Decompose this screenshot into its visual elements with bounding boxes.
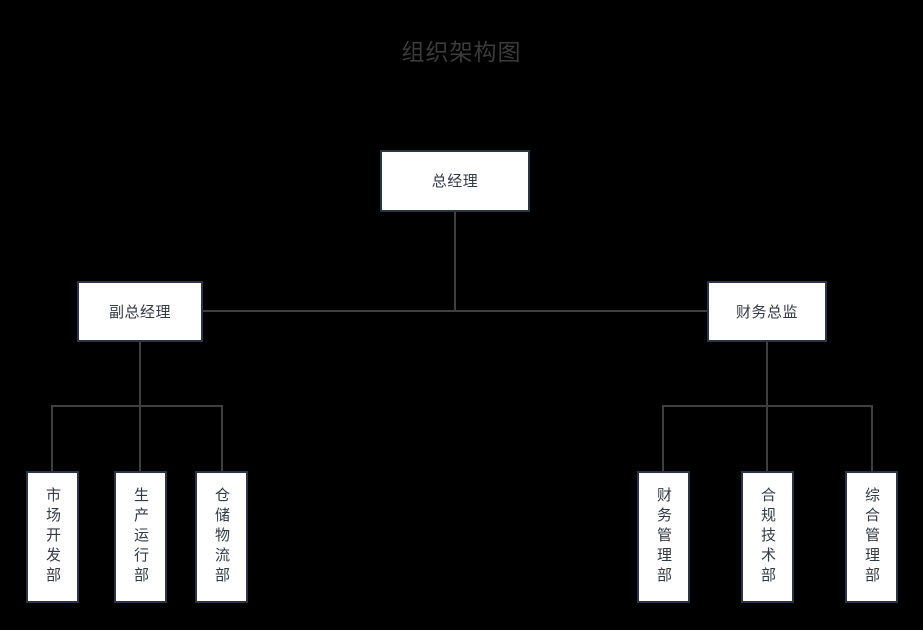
connector-left-child-1 <box>51 405 53 471</box>
connector-left-parent-drop <box>139 342 141 406</box>
node-label: 生产运行部 <box>132 487 150 587</box>
node-general-management-dept[interactable]: 综合管理部 <box>845 471 898 603</box>
page-title: 组织架构图 <box>401 40 522 66</box>
node-financial-management-dept[interactable]: 财务管理部 <box>637 471 690 603</box>
node-deputy-general-manager[interactable]: 副总经理 <box>77 281 203 342</box>
node-production-operations-dept[interactable]: 生产运行部 <box>114 471 167 603</box>
node-financial-director[interactable]: 财务总监 <box>707 281 827 342</box>
connector-left-child-2 <box>139 405 141 471</box>
node-compliance-technology-dept[interactable]: 合规技术部 <box>741 471 794 603</box>
node-label: 副总经理 <box>108 302 171 321</box>
node-label: 总经理 <box>431 172 479 190</box>
node-market-development-dept[interactable]: 市场开发部 <box>26 471 79 603</box>
node-label: 仓储物流部 <box>213 487 231 587</box>
node-label: 综合管理部 <box>863 487 881 587</box>
connector-right-child-1 <box>662 405 664 471</box>
connector-level2-bus <box>203 310 707 312</box>
node-warehousing-logistics-dept[interactable]: 仓储物流部 <box>195 471 248 603</box>
node-general-manager[interactable]: 总经理 <box>380 150 530 212</box>
connector-left-bus <box>51 405 223 407</box>
node-label: 合规技术部 <box>759 487 777 587</box>
connector-right-parent-drop <box>766 342 768 406</box>
connector-right-child-3 <box>871 405 873 471</box>
node-label: 财务总监 <box>735 302 798 321</box>
connector-right-child-2 <box>766 405 768 471</box>
connector-root-drop <box>454 212 456 312</box>
connector-left-child-3 <box>221 405 223 471</box>
node-label: 财务管理部 <box>655 487 673 587</box>
node-label: 市场开发部 <box>44 487 62 587</box>
